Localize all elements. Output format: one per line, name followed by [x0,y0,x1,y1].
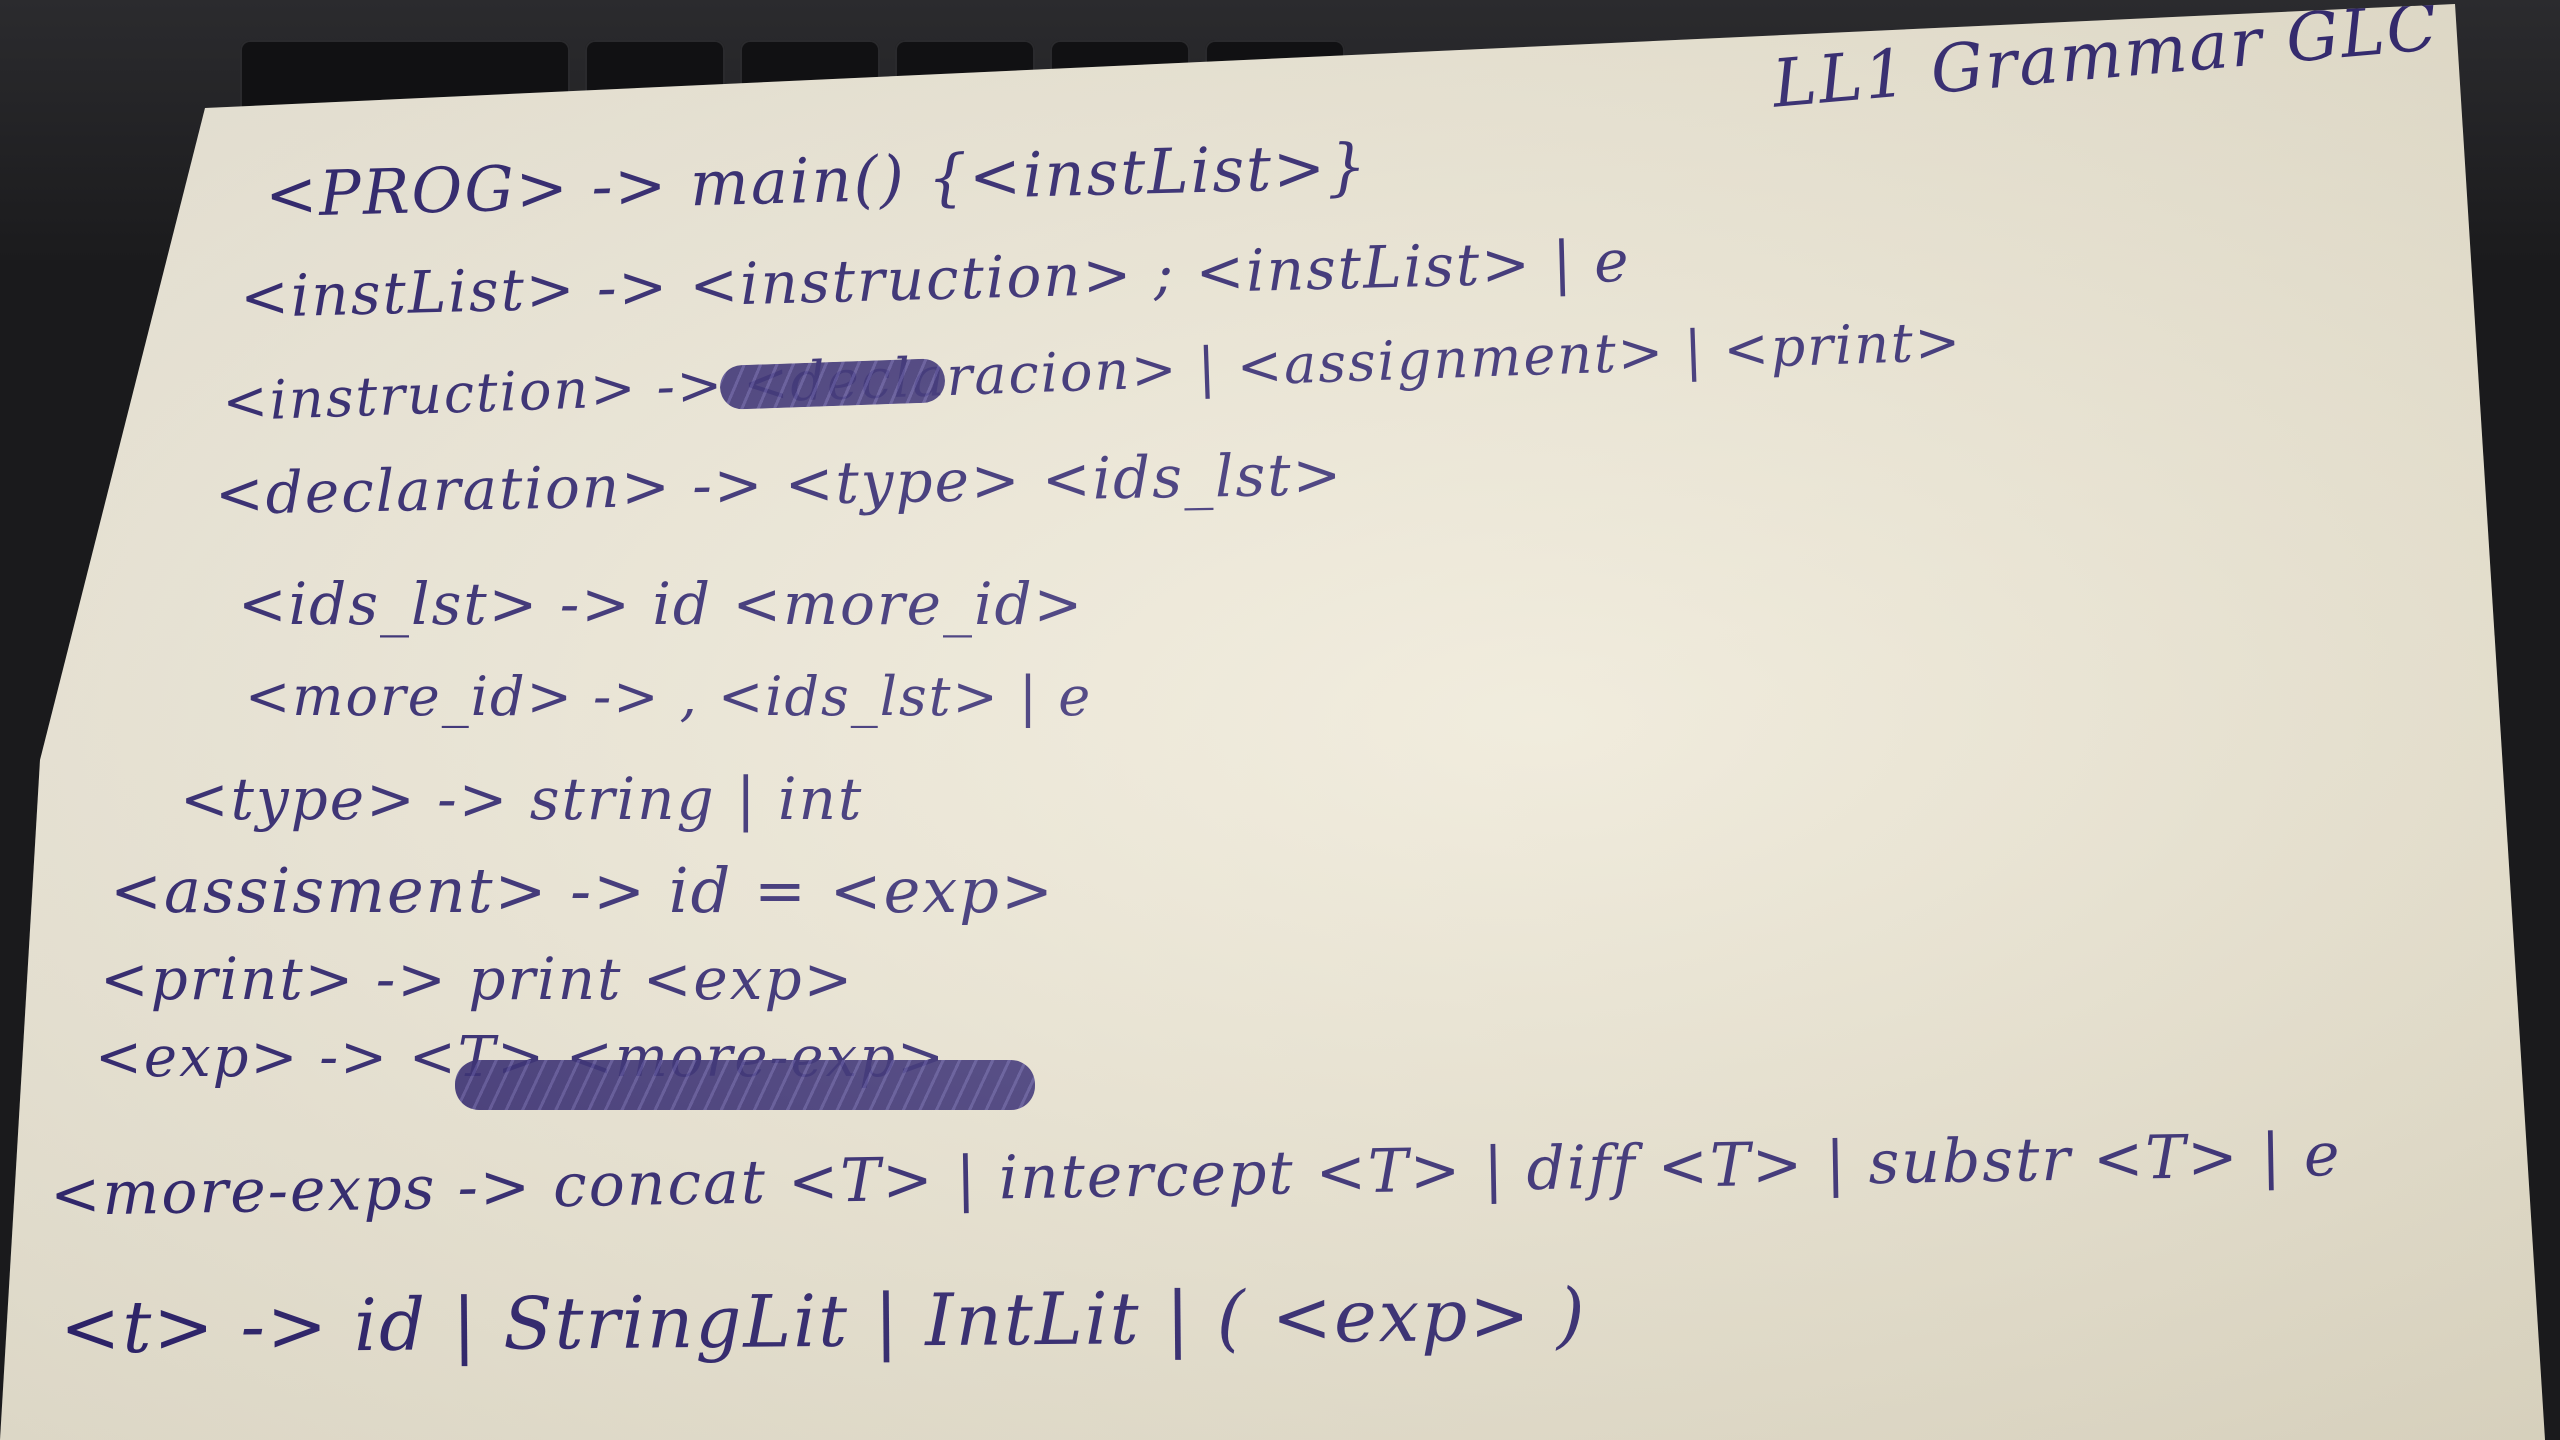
grammar-rule-more-id: <more_id> -> , <ids_lst> | e [245,665,1093,728]
grammar-rule-more-exp: <more-exps -> concat <T> | intercept <T>… [49,1120,2342,1230]
grammar-rule-print: <print> -> print <exp> [100,945,855,1013]
grammar-rule-instruction: <instruction> -> <declaracion> | <assign… [221,309,1964,434]
grammar-rule-t: <t> -> id | StringLit | IntLit | ( <exp>… [59,1272,1587,1370]
grammar-rule-type: <type> -> string | int [180,765,864,833]
grammar-rule-ids-lst: <ids_lst> -> id <more_id> [238,570,1085,638]
scribbled-out-text [719,358,946,410]
grammar-rule-assignment: <assisment> -> id = <exp> [110,854,1055,927]
scribbled-out-text [455,1060,1035,1110]
grammar-rule-declaration: <declaration> -> <type> <ids_lst> [214,440,1344,528]
grammar-rule-exp: <exp> -> <T> <more-exp> [95,1025,946,1090]
grammar-rule-prog: <PROG> -> main() {<instList>} [264,129,1370,232]
grammar-rule-instlist: <instList> -> <instruction> ; <instList>… [239,226,1632,332]
